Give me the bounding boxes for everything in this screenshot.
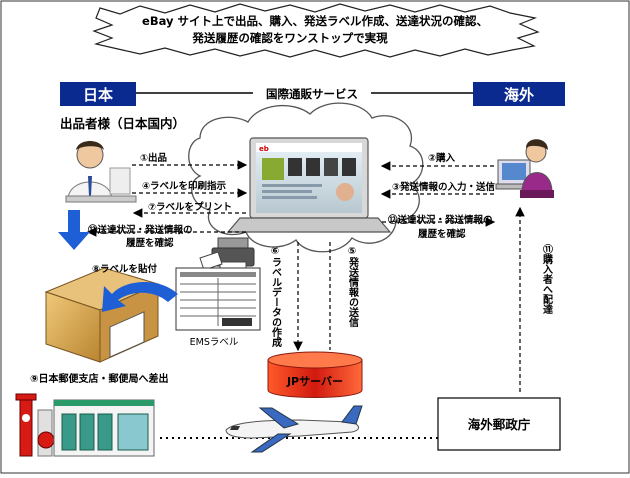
product-thumb-icon [288,158,302,176]
ems-label-form [175,267,261,331]
post-office-icon [15,393,155,457]
step12-left-label-2: 履歴を確認 [125,237,174,249]
blue-curve-arrow-icon [102,281,178,312]
flow-arrows-left [86,160,248,237]
step9-label: ⑨日本郵便支店・郵便局へ差出 [30,372,168,385]
product-thumb-icon [342,158,356,176]
printer-icon [199,237,255,273]
step12-right-label-1: ⑫送達状況・発送情報の [388,214,493,226]
ems-label-caption: EMSラベル [190,337,239,348]
ebay-logo-icon: eb [259,145,269,153]
overseas-post-box [437,397,561,451]
page-text-line [262,184,322,187]
step3-label: ③発送情報の入力・送信 [392,181,496,193]
header-title-bg [253,85,371,101]
header-title: 国際通販サービス [266,87,358,101]
japan-label: 日本 [83,86,113,104]
overseas-label: 海外 [504,86,534,104]
japan-badge [60,82,136,106]
product-thumb-icon [262,158,284,180]
overseas-badge [473,82,565,106]
step2-label: ②購入 [428,152,456,164]
step4-label: ④ラベルを印刷指示 [142,180,227,192]
header-bar: 日本 国際通販サービス 海外 [60,82,565,106]
step6-label: ⑥ラベルデータの作成 [270,246,282,348]
step12-left-label-1: ⑫送達状況・発送情報の [88,224,193,236]
blue-down-arrow-icon [58,210,90,250]
package-box-icon [44,267,160,363]
laptop-illustration: eb [226,137,392,233]
buyer-person-icon [495,139,554,198]
step7-label: ⑦ラベルをプリント [148,201,232,213]
seller-person-icon [65,141,137,203]
banner-line-1: eBay サイト上で出品、購入、発送ラベル作成、送達状況の確認、 [142,14,488,28]
step1-label: ①出品 [140,152,167,164]
model-photo-icon [336,183,354,201]
flow-arrows-right [380,161,496,227]
ebay-page-header [256,143,362,152]
page-text-line [262,196,317,199]
banner-line-2: 発送履歴の確認をワンストップで実現 [191,31,388,45]
page-text-line [262,190,312,193]
product-thumb-icon [306,158,320,176]
product-thumb-icon [324,158,338,176]
airplane-icon [225,405,363,453]
overseas-post-label: 海外郵政庁 [468,417,531,432]
jp-server-label: JPサーバー [286,375,343,388]
jp-server-icon [267,351,363,398]
seller-label: 出品者様（日本国内） [60,116,185,131]
laptop-keyboard [226,217,392,233]
step8-label: ⑧ラベルを貼付 [92,263,158,275]
banner: eBay サイト上で出品、購入、発送ラベル作成、送達状況の確認、 発送履歴の確認… [92,3,540,58]
step11-label: ⑪購入者へ配達 [541,243,554,315]
step5-label: ⑤発送情報の送信 [347,246,360,328]
step12-right-label-2: 履歴を確認 [417,228,466,240]
